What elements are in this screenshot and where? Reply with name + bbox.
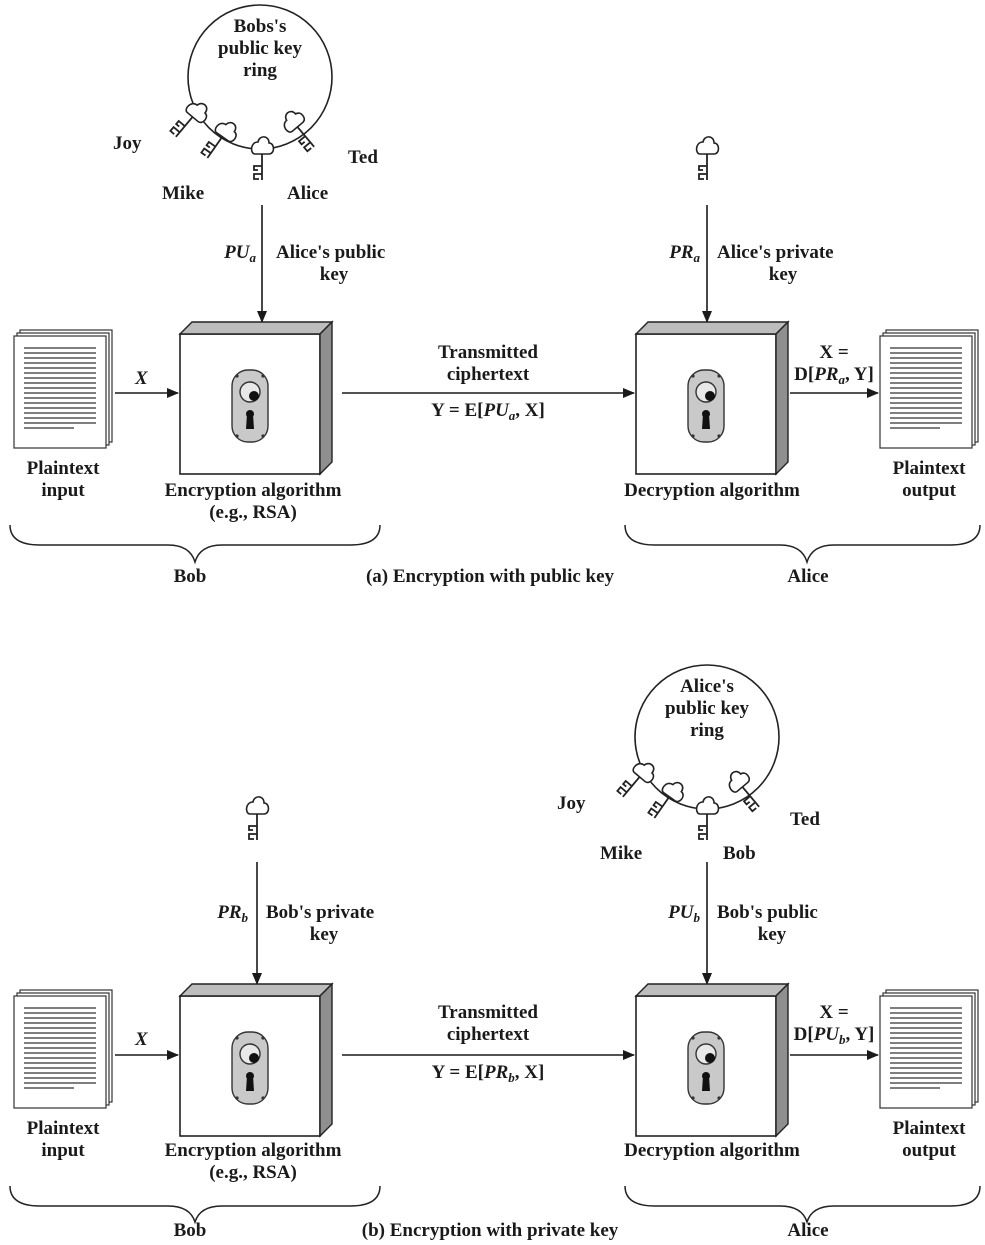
ring-key-label-joy: Joy [557,793,586,814]
plaintext-output-document-icon [879,989,979,1109]
encryption-label-line1: Encryption algorithm [164,480,342,501]
right-party-label: Alice [787,1220,829,1241]
plaintext-output-line2: output [902,480,956,501]
key-icon-ring-owner [695,795,720,841]
plaintext-output-line2: output [902,1140,956,1161]
ring-key-label-owner: Alice [287,183,329,204]
encryption-label-line2: (e.g., RSA) [209,502,297,523]
alice-brace [624,524,981,565]
ring-key-label-owner: Bob [723,843,756,864]
transmitted-line2: ciphertext [446,364,530,385]
output-formula-line2: D[PRa, Y] [794,364,874,387]
plaintext-input-document-icon [13,989,113,1109]
right-party-label: Alice [787,566,829,587]
left-key-desc-line1: Bob's private [266,902,375,923]
ciphertext-formula: Y = E[PRb, X] [431,1062,545,1085]
plaintext-output-document-icon [879,329,979,449]
ciphertext-formula: Y = E[PUa, X] [431,400,545,423]
ring-key-label-mike: Mike [162,183,205,204]
right-key-desc-line2: key [757,924,787,945]
right-key-desc-line1: Bob's public [717,902,818,923]
left-key-symbol: PRb [217,902,248,925]
private-key-icon [245,795,270,841]
plaintext-output-line1: Plaintext [892,458,966,479]
alice-brace [624,1185,981,1225]
encryption-label-line2: (e.g., RSA) [209,1162,297,1183]
right-key-desc-line2: key [768,264,798,285]
transmitted-line1: Transmitted [438,342,538,363]
panel-caption: (b) Encryption with private key [361,1220,619,1241]
ring-key-label-ted: Ted [790,809,820,830]
input-variable: X [135,1029,148,1050]
left-key-desc-line1: Alice's public [276,242,386,263]
transmitted-line1: Transmitted [438,1002,538,1023]
plaintext-input-document-icon [13,329,113,449]
ring-label-line3: ring [243,60,277,81]
left-key-desc-line2: key [319,264,349,285]
panel-a-drawing [9,4,981,565]
decryption-label: Decryption algorithm [624,1140,800,1161]
ring-label-line2: public key [665,698,749,719]
right-key-desc-line1: Alice's private [717,242,834,263]
plaintext-input-line2: input [41,480,85,501]
right-key-symbol: PUb [668,902,700,925]
right-key-symbol: PRa [669,242,700,265]
input-variable: X [135,368,148,389]
left-key-desc-line2: key [309,924,339,945]
bob-brace [9,524,381,565]
transmitted-line2: ciphertext [446,1024,530,1045]
output-formula-line2: D[PUb, Y] [793,1024,875,1047]
panel-encryption-private-key: Alice's public key ring Joy Mike Bob Ted… [0,622,985,1244]
ring-label-line2: public key [218,38,302,59]
ring-key-label-joy: Joy [113,133,142,154]
ring-label-line1: Alice's [680,676,734,697]
left-party-label: Bob [173,566,207,587]
decryption-box-lock-icon [635,983,789,1137]
plaintext-input-line2: input [41,1140,85,1161]
plaintext-input-line1: Plaintext [26,1118,100,1139]
plaintext-input-line1: Plaintext [26,458,100,479]
encryption-box-lock-icon [179,983,333,1137]
panel-caption: (a) Encryption with public key [365,566,615,587]
decryption-box-lock-icon [635,321,789,475]
encryption-label-line1: Encryption algorithm [164,1140,342,1161]
ring-key-label-mike: Mike [600,843,643,864]
output-formula-line1: X = [819,342,849,363]
ring-label-line1: Bobs's [233,16,287,37]
plaintext-output-line1: Plaintext [892,1118,966,1139]
panel-b-drawing [9,664,981,1225]
left-party-label: Bob [173,1220,207,1241]
panel-encryption-public-key: Bobs's public key ring Joy Mike Alice Te… [0,0,985,622]
left-key-symbol: PUa [224,242,256,265]
output-formula-line1: X = [819,1002,849,1023]
private-key-icon [695,135,720,181]
ring-label-line3: ring [690,720,724,741]
key-icon-ring-owner [250,135,275,181]
bob-brace [9,1185,381,1225]
encryption-box-lock-icon [179,321,333,475]
ring-key-label-ted: Ted [348,147,378,168]
decryption-label: Decryption algorithm [624,480,800,501]
